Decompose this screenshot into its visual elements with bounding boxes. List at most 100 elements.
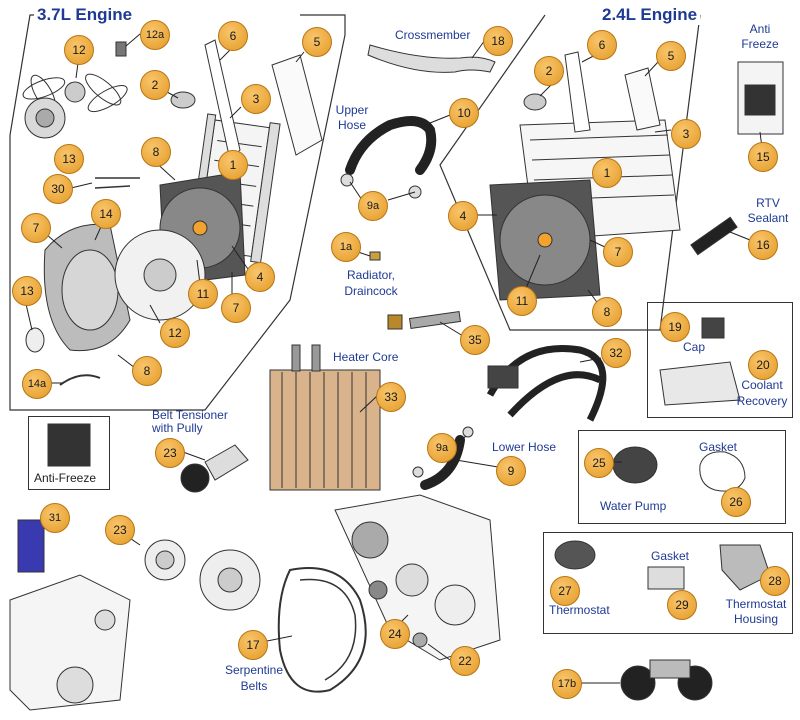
gasket-icon: [699, 451, 746, 492]
callout-badge: 11: [188, 279, 218, 309]
label-cap: Cap: [683, 340, 706, 354]
engine-37-outline: [9, 14, 346, 411]
label-thermostat: Thermostat: [549, 603, 610, 617]
label-belt-tensioner: Belt Tensioner: [152, 408, 228, 422]
fan-blade-icon: [22, 73, 128, 113]
thermostat-housing-icon: [719, 544, 771, 591]
callout-badge: 11: [507, 286, 537, 316]
callout-badge: 29: [667, 590, 697, 620]
clamp-icon: [340, 173, 354, 187]
callout-badge: 9a: [427, 433, 457, 463]
callout-badge: 13: [54, 144, 84, 174]
callout-badge: 5: [302, 27, 332, 57]
label-upper-hose: Hose: [337, 118, 367, 132]
callout-badge: 27: [550, 576, 580, 606]
additive-bottle-icon: [17, 519, 45, 573]
pipe-fitting-icon: [387, 314, 403, 330]
callout-badge: 23: [155, 438, 185, 468]
label-radiator-draincock: Radiator,: [346, 268, 396, 282]
crossmember-icon: [367, 44, 496, 73]
callout-badge: 8: [132, 356, 162, 386]
antifreeze-box: [28, 416, 110, 490]
label-thermostat-housing: Housing: [733, 612, 779, 626]
callout-badge: 15: [748, 142, 778, 172]
water-pump-box: [578, 430, 786, 524]
panel-icon: [624, 67, 661, 131]
fan-shroud-icon: [43, 223, 131, 352]
callout-badge: 16: [748, 230, 778, 260]
clip-icon: [59, 374, 101, 386]
callout-badge: 5: [656, 41, 686, 71]
wire-icon: [94, 177, 140, 189]
callout-badge: 7: [603, 237, 633, 267]
callout-badge: 33: [376, 382, 406, 412]
tensioner-bracket-icon: [204, 444, 249, 481]
gasket-icon: [647, 566, 685, 590]
callout-badge: 8: [592, 297, 622, 327]
label-rtv-sealant: RTV: [756, 196, 780, 210]
engine-front-icon: [9, 539, 261, 711]
hub-icon: [25, 327, 45, 353]
label-anti-freeze: Anti: [749, 22, 771, 36]
label-anti-freeze: Freeze: [741, 37, 779, 51]
callout-badge: 3: [241, 84, 271, 114]
section-title-37: 3.7L Engine: [34, 5, 136, 25]
callout-badge: 19: [660, 312, 690, 342]
radiator-cap-icon: [523, 93, 547, 111]
label-belt-tensioner: with Pully: [152, 421, 203, 435]
label-thermostat-housing: Thermostat: [725, 597, 787, 611]
callout-badge: 2: [534, 56, 564, 86]
callout-badge: 1: [218, 150, 248, 180]
serpentine-belt-icon: [277, 567, 367, 693]
callout-badge: 6: [587, 30, 617, 60]
callout-badge: 20: [748, 350, 778, 380]
callout-badge: 6: [218, 21, 248, 51]
panel-icon: [204, 39, 241, 162]
callout-badge: 3: [671, 119, 701, 149]
draincock-icon: [369, 251, 381, 261]
callout-badge: 7: [221, 293, 251, 323]
clamp-icon: [412, 466, 424, 478]
label-gasket: Gasket: [651, 549, 690, 563]
callout-badge: 35: [460, 325, 490, 355]
upper-hose-icon: [345, 116, 437, 175]
callout-badge: 25: [584, 448, 614, 478]
label-upper-hose: Upper: [335, 103, 369, 117]
bolt-icon: [115, 41, 127, 57]
coolant-recovery-icon: [659, 361, 741, 406]
coolant-box: [647, 302, 793, 418]
callout-badge: 10: [449, 98, 479, 128]
thermostat-icon: [554, 540, 596, 570]
label-gasket: Gasket: [699, 440, 738, 454]
callout-badge: 12: [64, 35, 94, 65]
callout-badge: 1a: [331, 232, 361, 262]
callout-badge: 22: [450, 646, 480, 676]
callout-badge: 12: [160, 318, 190, 348]
callout-badge: 31: [40, 503, 70, 533]
engine-24-front-icon: [334, 494, 501, 661]
callout-badge: 14: [91, 199, 121, 229]
callout-badge: 23: [105, 515, 135, 545]
callout-badge: 4: [448, 201, 478, 231]
callout-badge: 17b: [552, 669, 582, 699]
callout-badge: 26: [721, 487, 751, 517]
callout-badge: 18: [483, 26, 513, 56]
panel-icon: [564, 51, 591, 133]
electric-fan-24-icon: [489, 179, 601, 301]
thermostat-box: [543, 532, 793, 634]
callout-badge: 30: [43, 174, 73, 204]
label-coolant-recovery: Recovery: [736, 394, 788, 408]
tensioner-pulley-icon: [180, 463, 210, 493]
callout-badge: 9: [496, 456, 526, 486]
idler-pulley-icon: [620, 665, 656, 701]
label-heater-core: Heater Core: [333, 350, 399, 364]
callout-badge: 7: [21, 213, 51, 243]
callout-badge: 32: [601, 338, 631, 368]
heater-core-icon: [269, 344, 381, 491]
callout-badge: 9a: [358, 191, 388, 221]
rtv-tube-icon: [690, 216, 738, 256]
label-serpentine-belts: Belts: [240, 679, 268, 693]
callout-badge: 17: [238, 630, 268, 660]
pipe-icon: [408, 311, 462, 329]
